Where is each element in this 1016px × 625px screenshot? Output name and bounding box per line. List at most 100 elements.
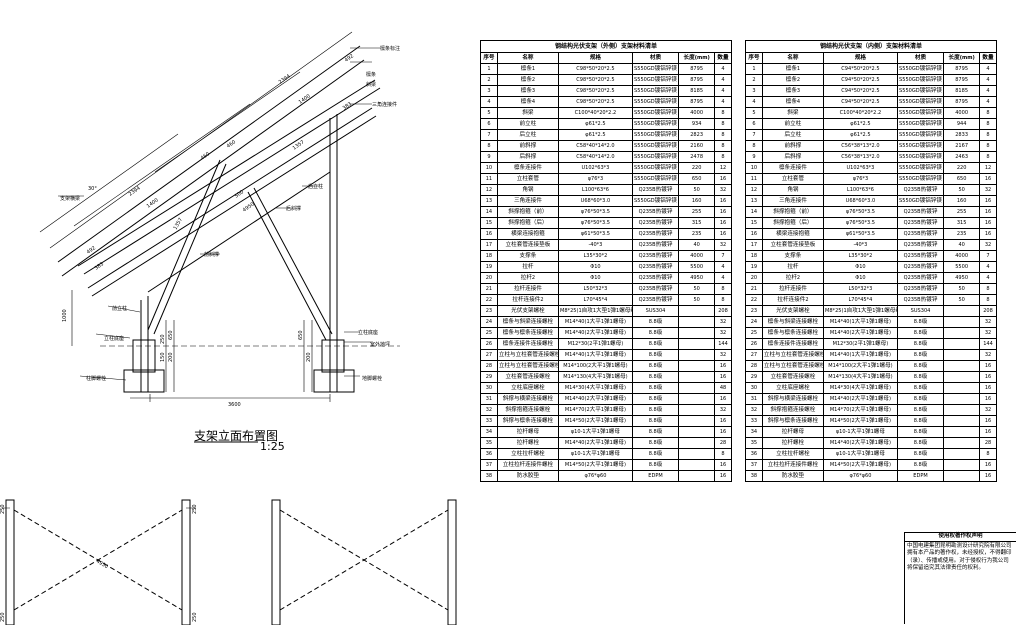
table-cell: 立柱套管 [761, 173, 825, 185]
bracing-elevation-right [271, 499, 457, 625]
dim-lower-a: 492 [86, 245, 97, 255]
table-cell: 31 [745, 393, 763, 405]
table-cell: 拉杆螺栓 [496, 437, 560, 449]
table-cell: S550GD镀铝锌镁 [631, 74, 680, 86]
column-header: 名称 [496, 52, 560, 64]
dim-1357-b: 1357 [173, 217, 185, 231]
table-cell: 8 [745, 140, 763, 152]
table-cell [943, 382, 981, 394]
table-cell [943, 448, 981, 460]
dim-height: 1000 [62, 309, 68, 322]
table-cell: 斜撑与檩条连接螺栓 [761, 415, 825, 427]
beam-bottom [83, 87, 381, 275]
table-cell: 立柱底座螺栓 [496, 382, 560, 394]
table-cell: 16 [714, 426, 732, 438]
table-header: 序号名称规格材质长度(mm)数量 [480, 52, 732, 64]
table-cell: 32 [745, 404, 763, 416]
table-cell: Q235B热镀锌 [631, 272, 680, 284]
table-cell: 35 [480, 437, 498, 449]
table-cell [943, 338, 981, 350]
table-cell: M12*30(2平1弹1螺母) [823, 338, 898, 350]
table-cell: 拉杆螺栓 [761, 437, 825, 449]
table-cell: 8 [979, 140, 997, 152]
table-cell: S550GD镀铝锌镁 [896, 74, 945, 86]
table-cell: φ10-1大平1弹1螺母 [823, 426, 898, 438]
table-cell: 支撑条 [496, 250, 560, 262]
table-cell: φ61*2.5 [823, 118, 898, 130]
table-cell: 19 [480, 261, 498, 273]
table-cell: 16 [714, 470, 732, 482]
table-cell: 斜梁 [496, 107, 560, 119]
table-cell: 32 [714, 327, 732, 339]
table-cell [943, 393, 981, 405]
table-cell: M14*40(2大平1弹1螺母) [558, 327, 633, 339]
table-cell: 15 [745, 217, 763, 229]
table-cell: 2 [745, 74, 763, 86]
table-cell: M14*30(4大平1弹1螺母) [823, 382, 898, 394]
table-cell: M14*130(4大平1弹1螺母) [823, 371, 898, 383]
table-cell: 32 [979, 184, 997, 196]
notice-body: 中国电建集团昆明勘测设计研究院有限公司拥有本产品的著作权，未经授权，不得翻印（录… [907, 542, 1012, 572]
table-cell: SUS304 [631, 305, 680, 317]
table-cell: 28 [745, 360, 763, 372]
table-cell: 2823 [678, 129, 716, 141]
table-cell: S550GD镀铝锌镁 [896, 129, 945, 141]
table-cell: Q235B热镀锌 [896, 283, 945, 295]
table-cell: 横梁连接抱箍 [761, 228, 825, 240]
table-cell: 255 [943, 206, 981, 218]
column-header: 序号 [745, 52, 763, 64]
table-cell: SUS304 [896, 305, 945, 317]
label-l8: 前立柱 [112, 305, 127, 312]
table-cell: 10 [745, 162, 763, 174]
table-cell: 40 [943, 239, 981, 251]
table-cell: 三角连接件 [761, 195, 825, 207]
table-cell: φ61*50*3.5 [823, 228, 898, 240]
table-cell: φ10-1大平1弹1螺母 [823, 448, 898, 460]
table-cell: 8.8级 [631, 437, 680, 449]
table-cell: M8*25(1自攻1大垫1弹1螺母组合) [823, 305, 898, 317]
table-cell: 8.8级 [631, 382, 680, 394]
table-cell: 2478 [678, 151, 716, 163]
table-cell: 斜撑抱箍（后） [496, 217, 560, 229]
table-cell: 8.8级 [631, 371, 680, 383]
table-cell: 144 [714, 338, 732, 350]
table-cell: 前立柱 [761, 118, 825, 130]
table-cell: S550GD镀铝锌镁 [896, 140, 945, 152]
table-cell: M14*50(2大平1弹1螺母) [823, 459, 898, 471]
table-cell: S550GD镀铝锌镁 [631, 162, 680, 174]
table-cell: 前斜撑 [761, 140, 825, 152]
rafter-top [57, 45, 361, 263]
table-cell: 50 [943, 294, 981, 306]
table-cell: 50 [678, 294, 716, 306]
table-cell: 拉杆2 [496, 272, 560, 284]
table-cell: C98*50*20*2.5 [558, 85, 633, 97]
table-cell: 7 [714, 250, 732, 262]
table-cell: 32 [714, 349, 732, 361]
table-cell: S550GD镀铝锌镁 [896, 195, 945, 207]
table-cell: 10 [480, 162, 498, 174]
label-l1: 檩条标注 [380, 45, 400, 52]
table-cell: S550GD镀铝锌镁 [896, 63, 945, 75]
table-cell: Φ10 [558, 261, 633, 273]
table-cell: 8795 [943, 96, 981, 108]
table-cell: M14*100(2大平1弹1螺母) [558, 360, 633, 372]
table-cell: 29 [480, 371, 498, 383]
table-cell: 8.8级 [896, 404, 945, 416]
table-cell: 檩条与斜梁连接螺栓 [496, 316, 560, 328]
table-cell: Q235B热镀锌 [631, 261, 680, 273]
table-cell: 4000 [678, 250, 716, 262]
table-cell: 16 [979, 426, 997, 438]
table-cell: 33 [480, 415, 498, 427]
